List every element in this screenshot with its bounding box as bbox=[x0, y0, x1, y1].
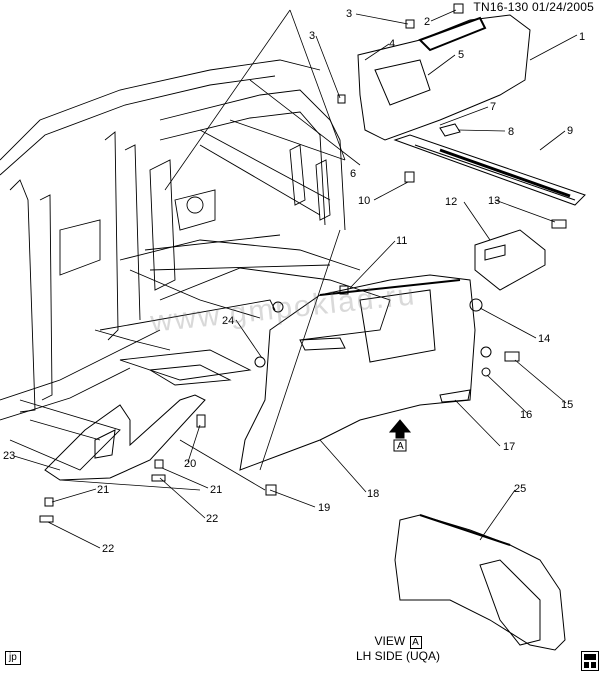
callout-24: 24 bbox=[222, 315, 234, 327]
callout-21a: 21 bbox=[210, 484, 222, 496]
callout-17: 17 bbox=[503, 441, 515, 453]
access-cover bbox=[474, 229, 546, 291]
callout-10: 10 bbox=[358, 195, 370, 207]
drawing-header: TN16-130 01/24/2005 bbox=[473, 0, 594, 14]
callout-1: 1 bbox=[579, 31, 585, 43]
callout-labels: 1 2 3 3 4 5 6 7 8 9 10 11 12 13 14 15 16… bbox=[3, 8, 585, 555]
callout-22b: 22 bbox=[102, 543, 114, 555]
callout-4: 4 bbox=[389, 38, 395, 50]
view-arrow-icon bbox=[388, 419, 412, 452]
arrow-letter: A bbox=[397, 441, 404, 452]
corner-tag: jp bbox=[5, 651, 21, 665]
callout-22a: 22 bbox=[206, 513, 218, 525]
view-caption: VIEW A LH SIDE (UQA) bbox=[356, 634, 440, 663]
callout-23: 23 bbox=[3, 450, 15, 462]
callout-12: 12 bbox=[445, 196, 457, 208]
callout-18: 18 bbox=[367, 488, 379, 500]
callout-5: 5 bbox=[458, 49, 464, 61]
callout-15: 15 bbox=[561, 399, 573, 411]
callout-3b: 3 bbox=[309, 30, 315, 42]
callout-16: 16 bbox=[520, 409, 532, 421]
callout-8: 8 bbox=[508, 126, 514, 138]
fasteners bbox=[39, 3, 567, 523]
callout-21b: 21 bbox=[97, 484, 109, 496]
callout-20: 20 bbox=[184, 458, 196, 470]
view-subtitle: LH SIDE (UQA) bbox=[356, 649, 441, 663]
callout-19: 19 bbox=[318, 502, 330, 514]
callout-3a: 3 bbox=[346, 8, 352, 20]
view-line: VIEW A bbox=[356, 634, 440, 649]
callout-13: 13 bbox=[488, 195, 500, 207]
upper-quarter-trim bbox=[357, 14, 531, 141]
sill-plate bbox=[393, 134, 586, 206]
drawing-date: 01/24/2005 bbox=[531, 0, 594, 14]
callout-6: 6 bbox=[350, 168, 356, 180]
callout-25: 25 bbox=[514, 483, 526, 495]
pillar-lower-trim bbox=[44, 394, 206, 481]
leader-lines-long bbox=[59, 9, 361, 491]
callout-14: 14 bbox=[538, 333, 550, 345]
drawing-id: TN16-130 bbox=[473, 0, 529, 14]
view-word: VIEW bbox=[374, 634, 406, 648]
view-a-panel bbox=[394, 514, 566, 651]
body-frame bbox=[0, 59, 391, 471]
callout-7: 7 bbox=[490, 101, 496, 113]
view-letter: A bbox=[409, 636, 422, 649]
callout-2: 2 bbox=[424, 16, 430, 28]
lower-quarter-trim bbox=[239, 274, 476, 471]
callout-9: 9 bbox=[567, 125, 573, 137]
callout-11: 11 bbox=[396, 235, 407, 247]
callout-leaders bbox=[13, 9, 578, 549]
gm-logo-icon bbox=[581, 651, 599, 671]
